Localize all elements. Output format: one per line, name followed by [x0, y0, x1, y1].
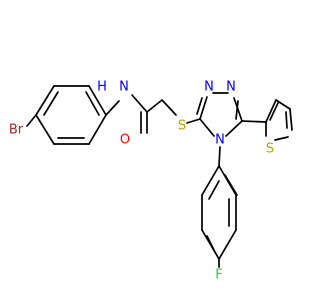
bond — [35, 114, 55, 145]
molecule-structure: Br N H O S N N N S F — [9, 80, 293, 283]
bond — [43, 91, 59, 116]
bond — [131, 94, 148, 113]
thiophene-ring — [265, 99, 293, 141]
atom-o: O — [120, 133, 130, 148]
bond — [35, 85, 55, 116]
bond — [208, 180, 220, 200]
bond — [235, 100, 239, 120]
bond — [285, 111, 288, 129]
bond — [265, 99, 277, 123]
bond — [105, 100, 120, 116]
atom-f: F — [215, 268, 222, 283]
bond — [88, 85, 107, 116]
bond — [269, 102, 279, 121]
bond — [85, 91, 100, 116]
bond — [241, 120, 267, 123]
bond — [224, 174, 238, 196]
bond — [146, 99, 163, 113]
atom-s-thiophene: S — [266, 142, 274, 157]
bond — [289, 108, 293, 131]
bond — [201, 165, 220, 196]
atom-n-triazole-4: N — [215, 133, 225, 148]
bond — [199, 96, 208, 120]
atom-n-amide: N — [119, 80, 129, 95]
atom-n-triazole-2: N — [226, 80, 236, 95]
atom-s-linker: S — [178, 119, 186, 134]
atom-h: H — [97, 80, 107, 95]
bond — [218, 229, 237, 260]
bond — [186, 118, 201, 124]
fluorophenyl-ring — [201, 165, 238, 260]
bond — [274, 136, 289, 141]
triazole-ring — [196, 92, 243, 137]
bond — [225, 120, 243, 137]
bond — [196, 97, 203, 115]
bond — [26, 114, 37, 127]
bond — [206, 235, 215, 251]
bond — [233, 97, 243, 122]
molecule-diagram: Br N H O S N N N S F — [9, 80, 293, 283]
bond — [88, 114, 107, 145]
bond — [161, 99, 177, 116]
atom-br: Br — [9, 123, 24, 138]
bond — [275, 99, 291, 110]
atom-n-triazole-1: N — [204, 80, 214, 95]
bond — [199, 118, 215, 137]
bond — [218, 146, 221, 167]
bromophenyl-ring — [35, 85, 107, 145]
